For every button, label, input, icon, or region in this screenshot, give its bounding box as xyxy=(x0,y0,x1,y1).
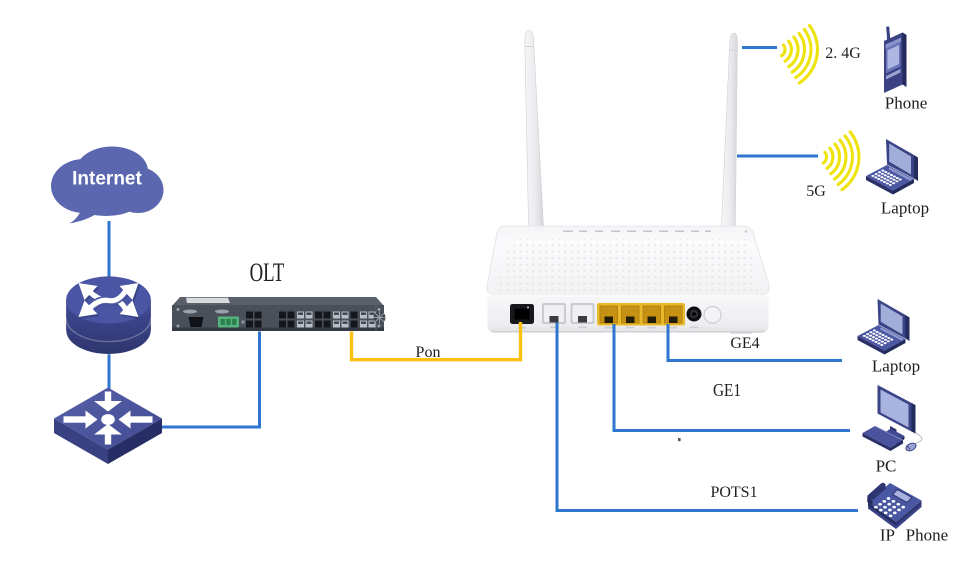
laptop-ge4-icon[interactable] xyxy=(856,297,911,356)
pots1-link-label: POTS1 xyxy=(710,484,758,501)
olt-label: OLT xyxy=(249,258,285,287)
pon-link-label: Pon xyxy=(415,344,441,361)
cable-pon xyxy=(349,322,523,362)
cable-ge1 xyxy=(612,324,850,432)
stray-dot xyxy=(678,438,681,442)
olt-fan xyxy=(373,305,386,331)
internet-cloud[interactable] xyxy=(51,146,164,224)
ip-phone-icon[interactable] xyxy=(867,482,922,529)
ge1-link-label: GE1 xyxy=(712,380,742,400)
onu-power-button[interactable] xyxy=(703,306,722,324)
router-icon[interactable] xyxy=(65,276,152,356)
internet-label: Internet xyxy=(72,168,142,190)
olt-terminal-block xyxy=(218,316,239,328)
laptop-5g-icon[interactable] xyxy=(864,137,920,196)
onu-pots2-port[interactable] xyxy=(570,303,595,324)
phone-label: Phone xyxy=(884,93,928,113)
onu-power-jack[interactable] xyxy=(686,306,702,322)
cable-pots1 xyxy=(555,322,858,512)
onu-pon-port[interactable] xyxy=(510,304,534,324)
onu-vent-dots xyxy=(497,239,759,291)
olt-sfp-ports xyxy=(246,311,358,328)
cable-ge4 xyxy=(666,324,842,362)
olt-rj45-ports xyxy=(297,311,376,328)
wireless-24g-link xyxy=(742,20,824,87)
wireless-5g-link xyxy=(737,127,865,194)
wifi-signal-5g-icon xyxy=(818,127,865,194)
wifi-24g-label: 2. 4G xyxy=(825,45,861,62)
switch-icon[interactable] xyxy=(54,387,162,465)
onu-antenna-left xyxy=(524,30,544,229)
laptop-ge4-label: Laptop xyxy=(871,356,921,376)
onu-top-labels xyxy=(563,230,748,233)
phone-icon[interactable] xyxy=(884,26,907,93)
router-arrows xyxy=(78,283,140,319)
ge4-link-label: GE4 xyxy=(730,335,760,352)
pc-icon[interactable] xyxy=(862,385,923,452)
wifi-signal-24g-icon xyxy=(775,20,824,87)
onu-ge-ports[interactable] xyxy=(597,303,685,326)
ip-phone-label: IP Phone xyxy=(879,525,949,545)
switch-arrows xyxy=(63,391,153,445)
wifi-5g-label: 5G xyxy=(806,183,826,200)
pc-label: PC xyxy=(875,456,897,476)
onu-antenna-right xyxy=(721,32,738,229)
olt-device[interactable] xyxy=(172,297,386,331)
onu-pots1-port[interactable] xyxy=(542,303,566,324)
onu-device[interactable] xyxy=(486,30,770,335)
laptop-5g-label: Laptop xyxy=(880,198,930,218)
